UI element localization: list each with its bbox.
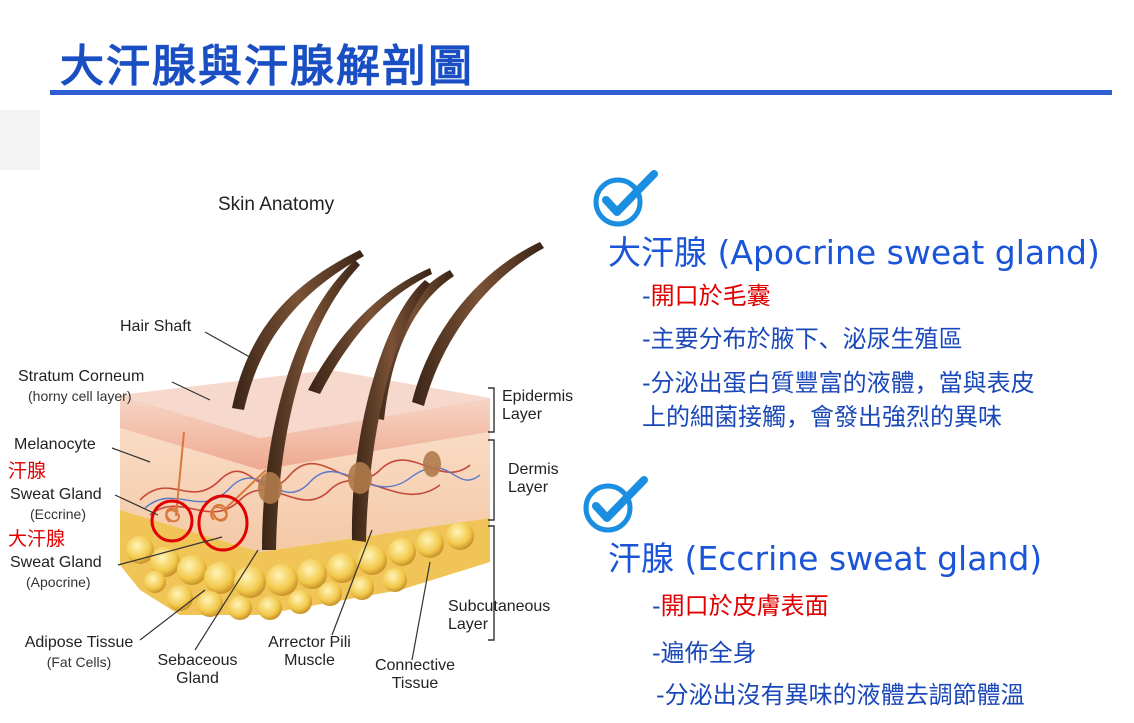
page-title: 大汗腺與汗腺解剖圖 [60, 41, 474, 92]
label-subcutaneous-sub: Layer [448, 616, 489, 633]
eccrine-bullet-3: -分泌出沒有異味的液體去調節體溫 [656, 681, 1025, 709]
label-arrector-pili: Arrector Pili [268, 634, 351, 651]
eccrine-heading: 汗腺 (Eccrine sweat gland) [608, 539, 1043, 578]
label-eccrine-gland: Sweat Gland [10, 486, 102, 503]
label-stratum-corneum: Stratum Corneum [18, 368, 145, 385]
skin-anatomy-diagram: Skin Anatomy Hair Shaft Stratum Corneum … [0, 170, 600, 723]
label-connective: Connective [374, 657, 456, 674]
apocrine-bullet-3: -分泌出蛋白質豐富的液體，當與表皮 [642, 369, 1035, 397]
apocrine-gland-coil [210, 469, 267, 522]
label-apocrine-gland: Sweat Gland [10, 554, 102, 571]
title-underline [50, 90, 1112, 95]
adipose-cells [126, 522, 474, 620]
label-adipose-sub: (Fat Cells) [46, 654, 112, 670]
label-dermis-sub: Layer [508, 479, 549, 496]
label-epidermis: Epidermis [502, 388, 574, 405]
label-arrector-sub: Muscle [284, 652, 335, 669]
label-eccrine-chinese: 汗腺 [8, 460, 47, 482]
epidermis-layer [120, 395, 490, 470]
skin-surface [120, 370, 490, 438]
label-sebaceous-sub: Gland [176, 670, 219, 687]
checkmark-icon [593, 170, 658, 227]
label-eccrine-sub: (Eccrine) [30, 506, 87, 522]
blood-vessels [139, 459, 471, 516]
leader-lines [111, 331, 431, 661]
eccrine-highlight-circle [150, 499, 194, 543]
eccrine-bullet-1: -開口於皮膚表面 [652, 592, 829, 620]
apocrine-bullet-2: -主要分布於腋下、泌尿生殖區 [642, 325, 963, 353]
hair-follicles [258, 451, 441, 504]
skin-anatomy-illustration [111, 242, 544, 661]
apocrine-highlight-circle [197, 494, 249, 552]
apocrine-bullet-3-continued: 上的細菌接觸，會發出強烈的異味 [642, 403, 1002, 431]
label-dermis: Dermis [508, 461, 559, 478]
eccrine-bullet-2: -遍佈全身 [652, 639, 757, 667]
label-connective-sub: Tissue [391, 675, 439, 692]
label-apocrine-sub: (Apocrine) [26, 574, 91, 590]
apocrine-bullet-1: -開口於毛囊 [642, 282, 771, 310]
background-band [0, 110, 40, 170]
checkmark-icon [583, 476, 648, 533]
label-hair-shaft: Hair Shaft [120, 318, 192, 335]
apocrine-heading: 大汗腺 (Apocrine sweat gland) [608, 233, 1100, 272]
label-subcutaneous: Subcutaneous [448, 598, 551, 615]
label-sebaceous: Sebaceous [157, 652, 238, 669]
hair-shafts [232, 242, 544, 550]
label-stratum-corneum-sub: (horny cell layer) [28, 388, 132, 404]
layer-brackets [488, 387, 495, 641]
label-adipose: Adipose Tissue [24, 634, 134, 651]
dermis-layer [120, 428, 490, 552]
label-melanocyte: Melanocyte [14, 436, 96, 453]
label-apocrine-chinese: 大汗腺 [8, 528, 66, 550]
diagram-title: Skin Anatomy [218, 194, 335, 215]
label-epidermis-sub: Layer [502, 406, 543, 423]
